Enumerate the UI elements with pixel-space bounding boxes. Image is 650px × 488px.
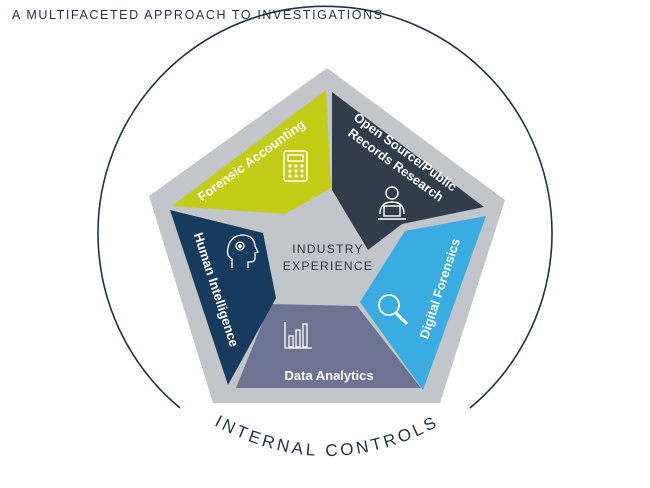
segment-human-intelligence [170, 210, 276, 385]
segment-open-source-research [332, 92, 484, 250]
page-title: A MULTIFACETED APPROACH TO INVESTIGATION… [12, 8, 384, 22]
head-gear-icon [226, 234, 259, 268]
segment-data-analytics [236, 304, 421, 388]
segment-digital-forensics [360, 216, 486, 390]
internal-controls-label: INTERNAL CONTROLS [212, 412, 442, 460]
center-line1: INDUSTRY [292, 242, 364, 256]
internal-controls-circle [97, 5, 553, 409]
calculator-icon [283, 150, 308, 182]
bar-chart-icon [284, 322, 312, 349]
person-laptop-icon [378, 186, 406, 220]
center-line2: EXPERIENCE [283, 259, 373, 273]
segment-forensic-accounting [172, 90, 331, 214]
internal-controls-text: INTERNAL CONTROLS [212, 412, 439, 460]
magnifier-icon [378, 294, 409, 326]
label-data-analytics: Data Analytics [284, 368, 373, 383]
